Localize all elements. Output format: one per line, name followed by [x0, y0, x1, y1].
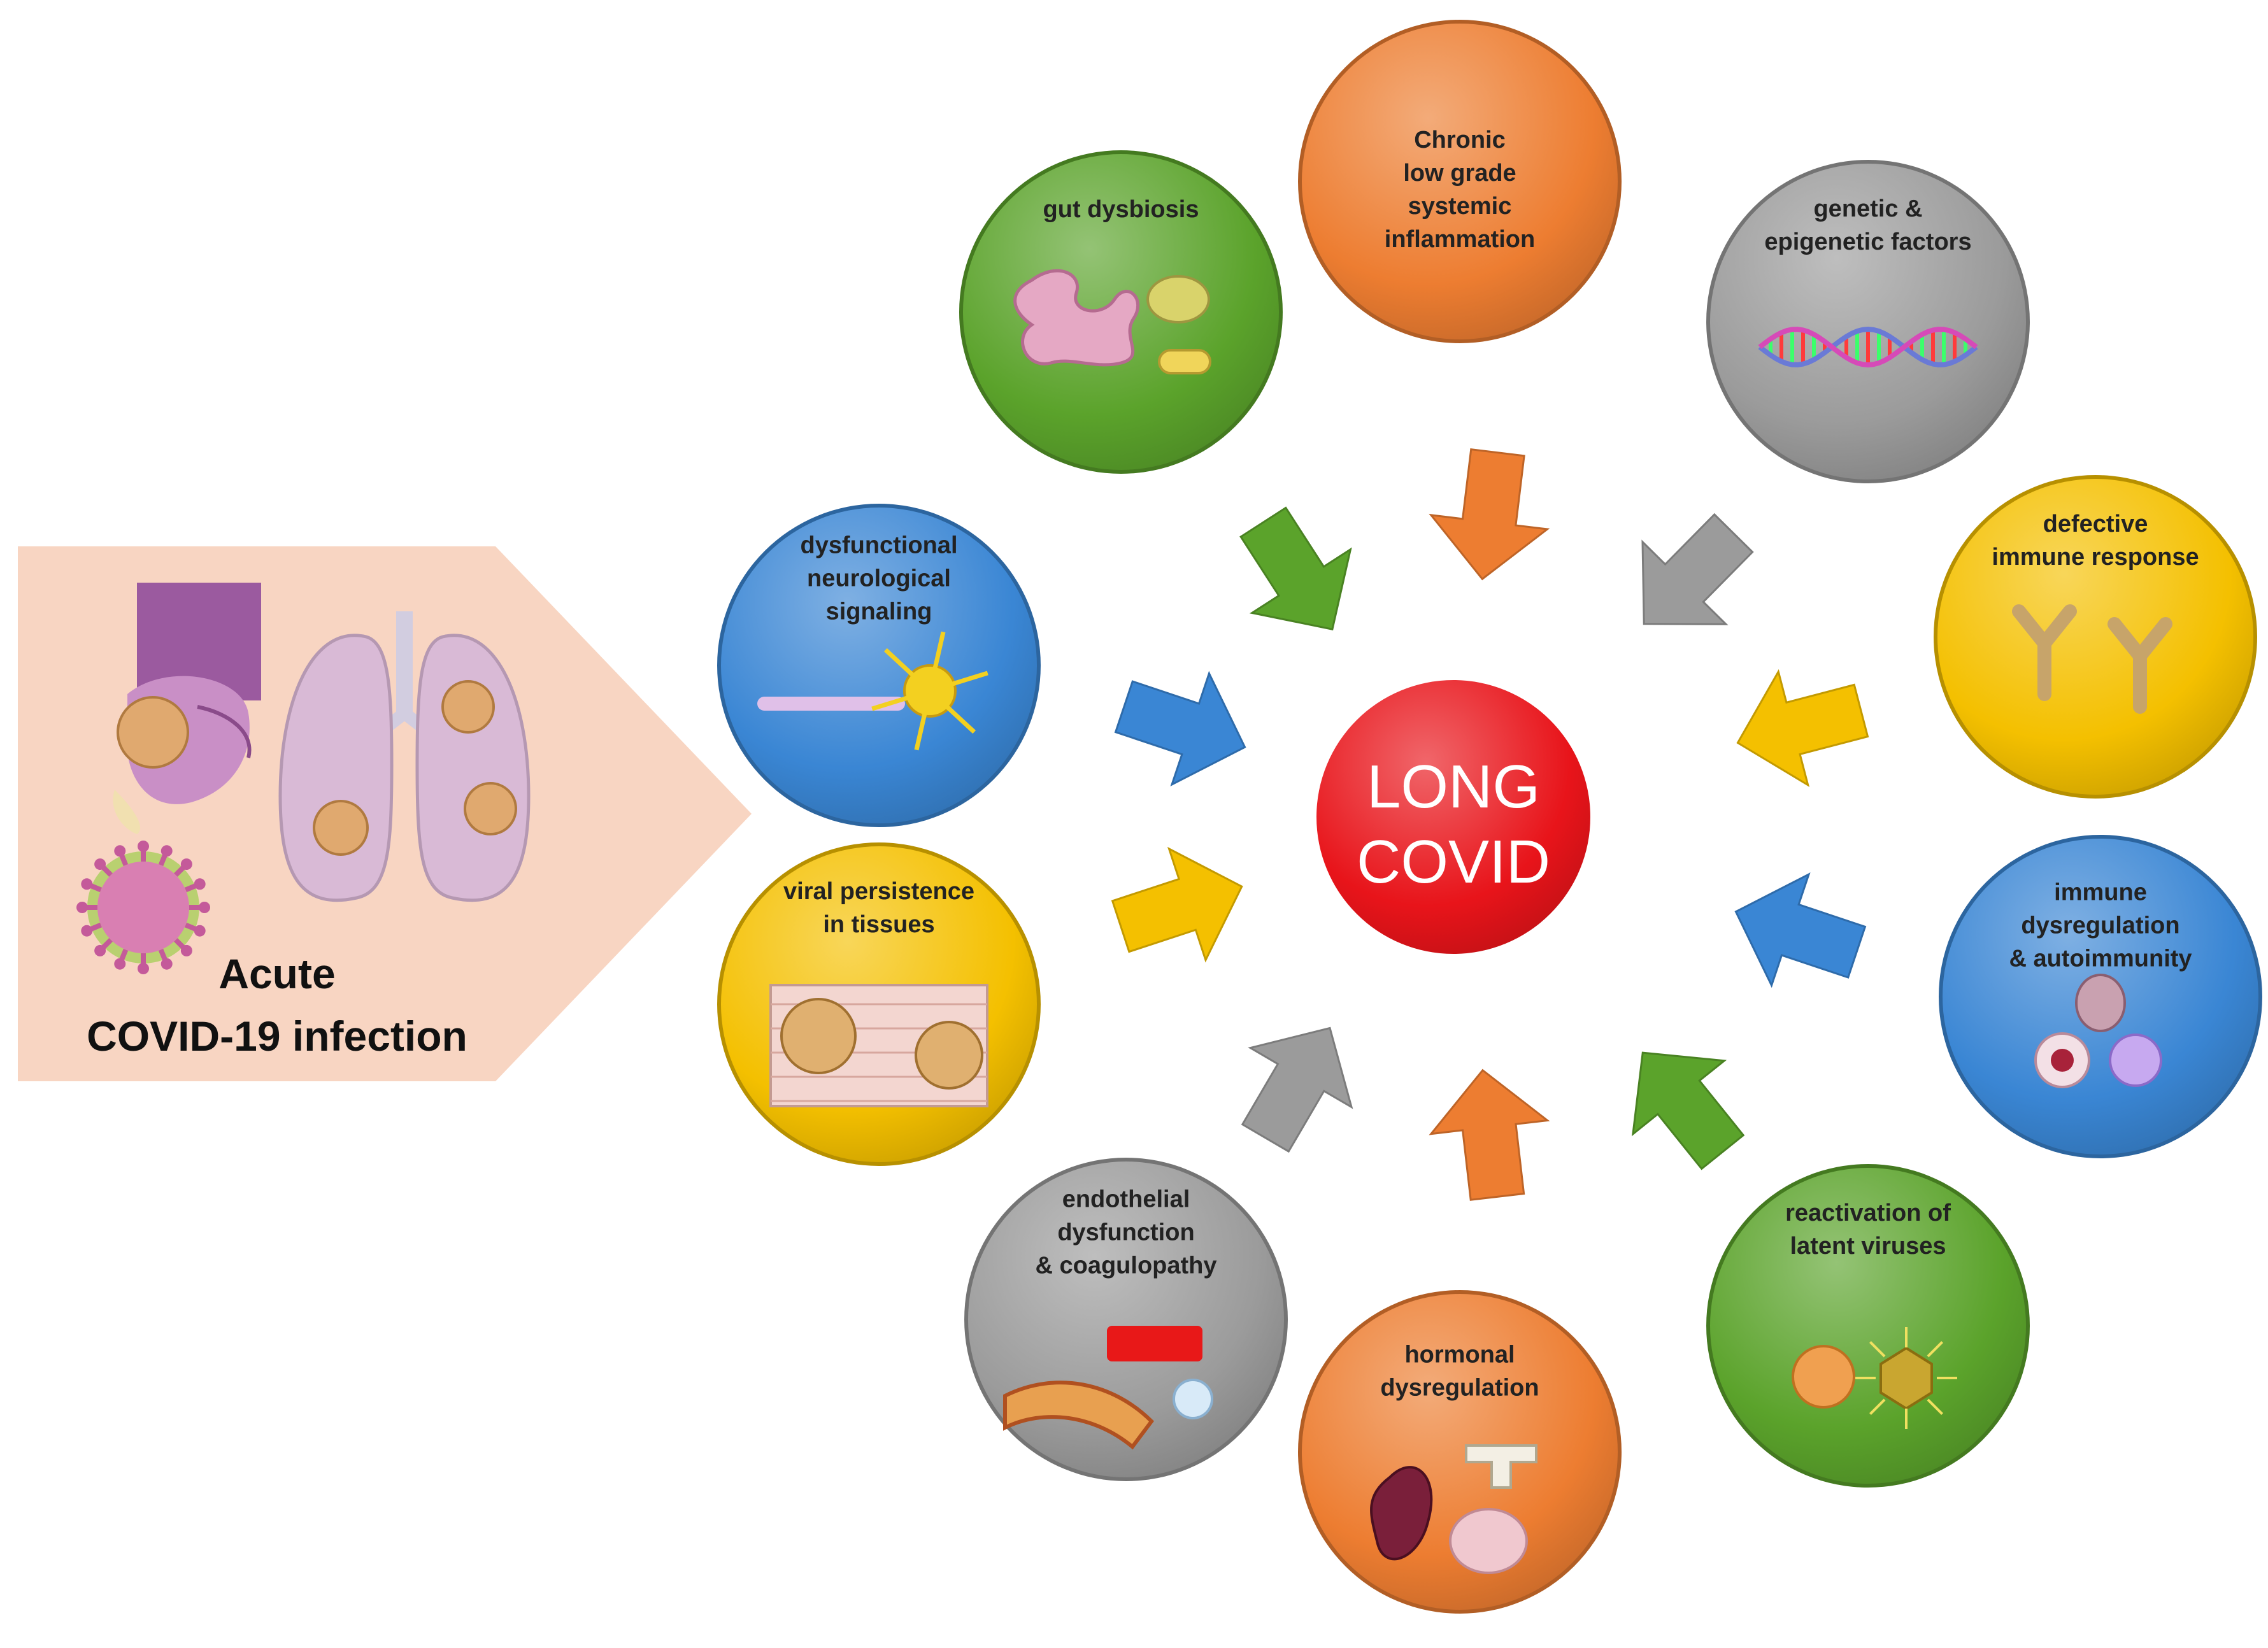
factor-label-line: immune	[2054, 879, 2147, 906]
factor-label-line: & coagulopathy	[1035, 1253, 1216, 1279]
coronavirus-icon	[76, 841, 210, 974]
blood-vessel-icon	[1003, 1326, 1213, 1450]
factor-label-line: defective	[2043, 511, 2148, 537]
factor-reactivation-latent-viruses: reactivation of latent viruses	[1706, 1164, 2030, 1488]
factor-label-line: epigenetic factors	[1764, 229, 1971, 255]
factor-label-line: dysfunction	[1057, 1219, 1194, 1246]
factor-circle	[1710, 1168, 2026, 1484]
factor-label-line: low grade	[1403, 160, 1516, 187]
factor-circle	[1302, 24, 1618, 339]
factor-label-line: dysregulation	[1380, 1375, 1539, 1402]
virus-icon	[1792, 1327, 1957, 1429]
antibody-icon	[2012, 604, 2172, 714]
arrow-genetic-factors	[1641, 513, 1754, 625]
factor-chronic-inflammation: Chronic low grade systemic inflammation	[1298, 20, 1622, 343]
factor-viral-persistence: viral persistence in tissues	[717, 842, 1041, 1166]
arrow-immune-dysregulation	[1734, 872, 1867, 988]
factor-label-line: hormonal	[1404, 1342, 1515, 1368]
factor-hormonal-dysregulation: hormonal dysregulation	[1298, 1290, 1622, 1614]
factor-neurological-signaling: dysfunctional neurological signaling	[717, 504, 1041, 827]
factor-label-line: dysfunctional	[800, 532, 957, 559]
factor-endothelial-dysfunction: endothelial dysfunction & coagulopathy	[964, 1158, 1288, 1481]
factor-label-line: viral persistence	[783, 878, 974, 905]
tissue-virus-icon	[769, 984, 988, 1107]
arrow-defective-immune-response	[1736, 669, 1869, 787]
factor-circle	[721, 508, 1037, 823]
factor-defective-immune-response: defective immune response	[1934, 475, 2257, 799]
glands-icon	[1370, 1444, 1537, 1574]
immune-cells-icon	[2034, 974, 2162, 1088]
factor-label-line: dysregulation	[2021, 912, 2179, 939]
factor-label-line: immune response	[1992, 544, 2199, 571]
arrow-chronic-inflammation	[1429, 448, 1550, 581]
acute-title-line-2: COVID-19 infection	[87, 1012, 467, 1060]
factors-layer: gut dysbiosis Chronic low grade systemic inf…	[717, 20, 2262, 1614]
arrow-neurological-signaling	[1114, 671, 1246, 787]
neuron-icon	[757, 631, 988, 751]
factor-label-line: reactivation of	[1785, 1200, 1951, 1226]
factor-gut-dysbiosis: gut dysbiosis	[959, 150, 1283, 474]
factor-label-line: & autoimmunity	[2009, 945, 2192, 972]
factor-label-line: inflammation	[1385, 226, 1535, 253]
factor-circle	[1937, 479, 2253, 795]
center-circle	[1316, 680, 1590, 954]
factor-label-line: genetic &	[1813, 195, 1922, 222]
factor-label-line: latent viruses	[1790, 1233, 1946, 1260]
factor-label-line: gut dysbiosis	[1043, 196, 1199, 223]
arrow-viral-persistence	[1111, 846, 1243, 963]
acute-covid-panel: Acute COVID-19 infection	[18, 546, 752, 1081]
arrow-reactivation-latent-viruses	[1631, 1051, 1745, 1170]
arrow-hormonal-dysregulation	[1429, 1069, 1550, 1201]
factor-label-line: signaling	[826, 599, 932, 625]
factor-label-line: systemic	[1408, 193, 1512, 220]
factor-label-line: neurological	[807, 565, 951, 592]
dna-helix-icon	[1758, 326, 1978, 368]
center-label-line-1: LONG	[1367, 753, 1540, 821]
center-label-line-2: COVID	[1357, 828, 1550, 896]
factor-circle	[1710, 164, 2026, 479]
factor-label-line: endothelial	[1062, 1186, 1190, 1213]
arrow-endothelial-dysfunction	[1241, 1026, 1353, 1153]
arrow-gut-dysbiosis	[1239, 506, 1352, 631]
long-covid-center: LONG COVID	[1316, 680, 1590, 954]
factor-immune-dysregulation: immune dysregulation & autoimmunity	[1939, 835, 2262, 1158]
intestine-bacteria-icon	[1013, 269, 1211, 374]
acute-title-line-1: Acute	[218, 950, 335, 997]
nasal-cavity-icon	[113, 583, 261, 834]
arrows-layer	[1111, 448, 1869, 1201]
factor-label-line: in tissues	[823, 911, 934, 938]
factor-label-line: Chronic	[1414, 127, 1506, 153]
factor-genetic-factors: genetic & epigenetic factors	[1706, 160, 2030, 483]
lungs-icon	[278, 611, 531, 902]
